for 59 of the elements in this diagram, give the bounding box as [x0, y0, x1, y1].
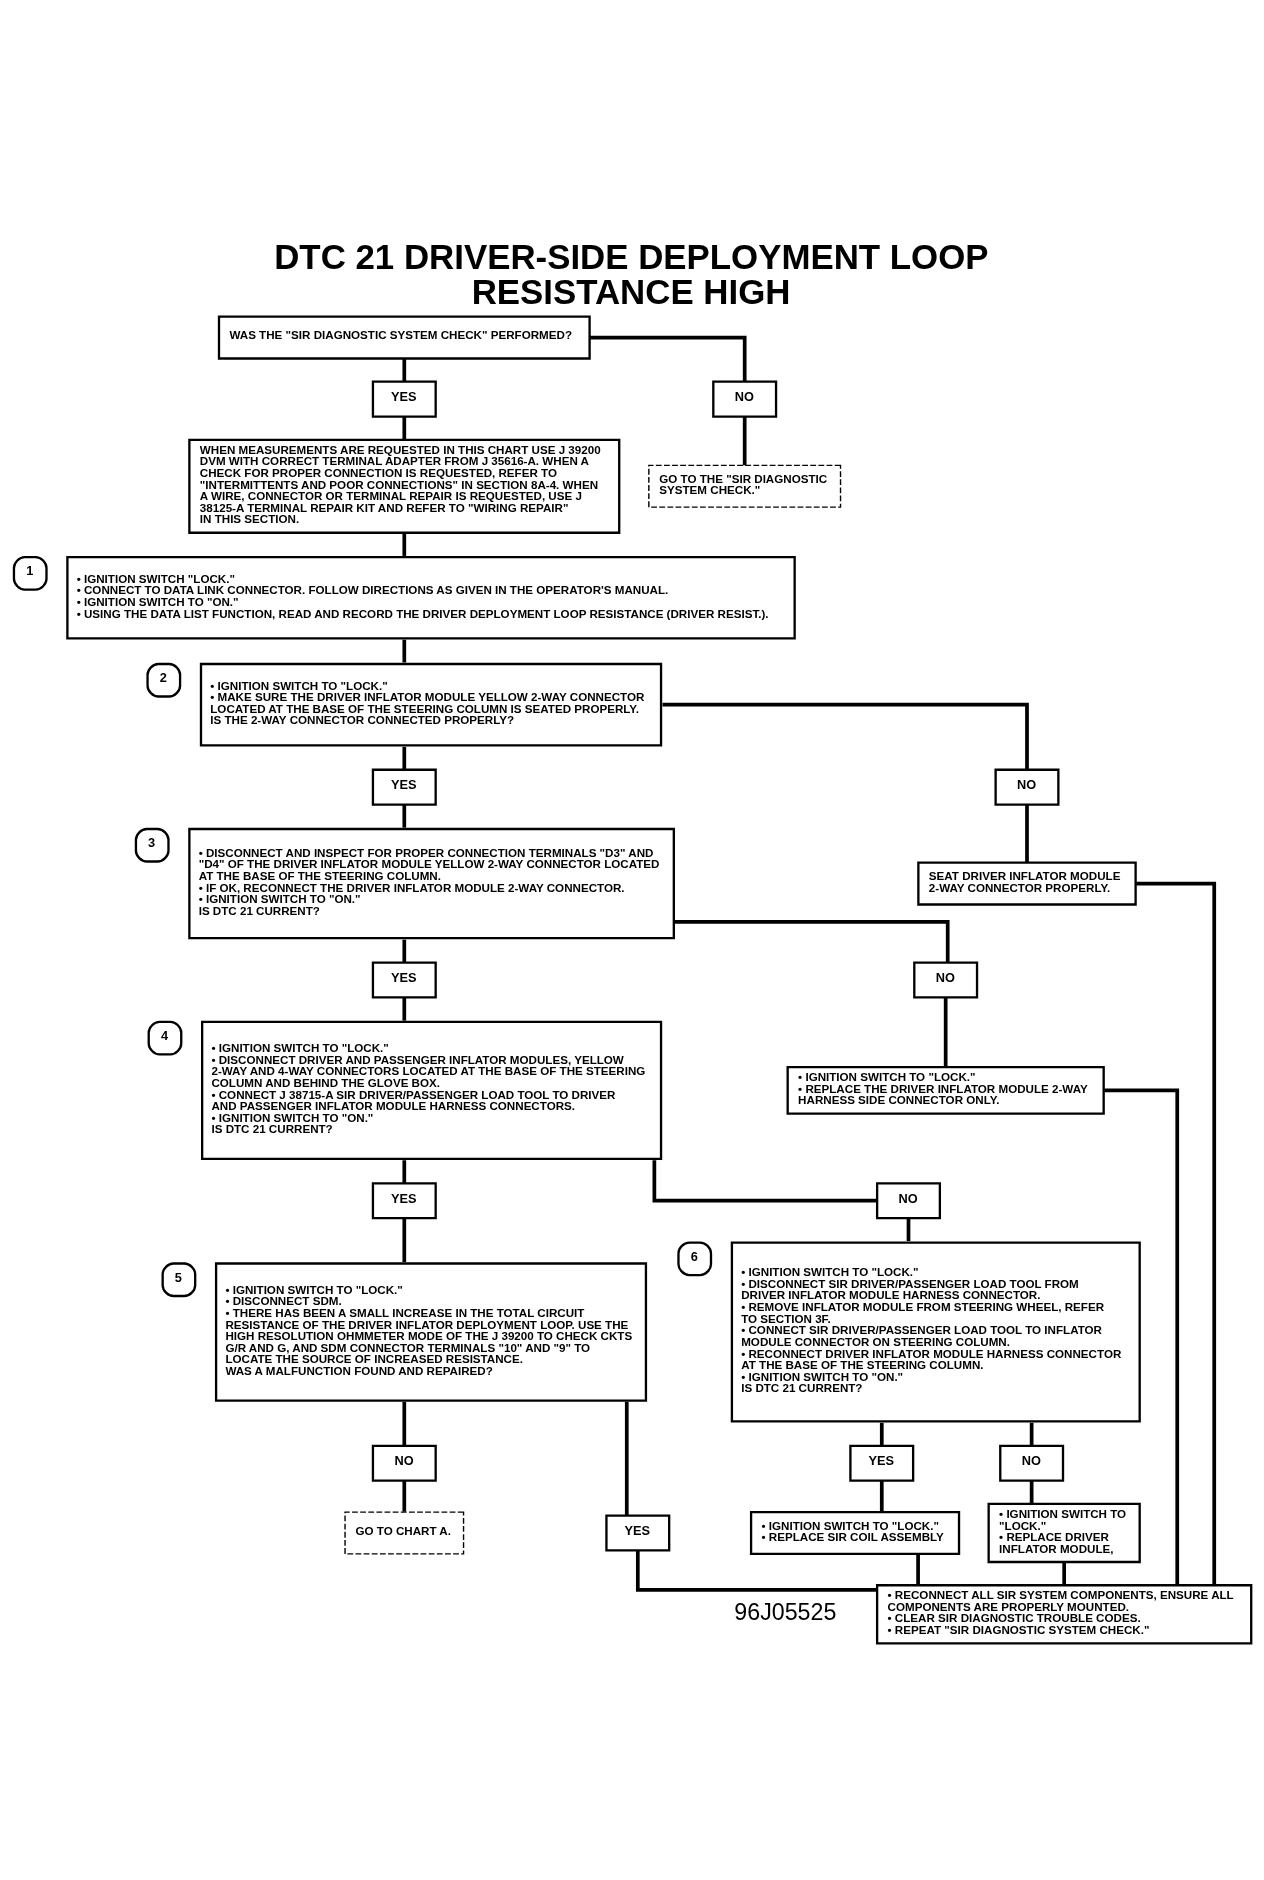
diagram-title: DTC 21 DRIVER-SIDE DEPLOYMENT LOOP RESISTANCE HIGH [274, 236, 989, 311]
connector [906, 1217, 911, 1241]
node-box: YES [371, 768, 437, 806]
node-box: NO [913, 960, 979, 999]
node-box: GO TO THE "SIR DIAGNOSTIC SYSTEM CHECK." [648, 464, 842, 508]
node-box: SEAT DRIVER INFLATOR MODULE 2-WAY CONNECTOR PROPERLY. [917, 861, 1137, 906]
node-label: 3 [148, 834, 156, 850]
node-box: YES [605, 1513, 671, 1552]
connector [589, 335, 747, 382]
connector [742, 416, 747, 465]
connector [879, 1480, 884, 1512]
connector [662, 702, 1029, 770]
label: 96J05525 [734, 1598, 837, 1625]
node-box: YES [371, 380, 437, 418]
connector [1029, 1422, 1034, 1446]
connector [652, 1159, 877, 1203]
connector [624, 1401, 629, 1516]
connector [402, 1159, 407, 1183]
node-box: NO [712, 380, 778, 418]
connector [402, 358, 407, 381]
node-box: • IGNITION SWITCH TO "LOCK." • REPLACE DRIVER INFLATOR MODULE, [987, 1502, 1141, 1563]
connector [1103, 1088, 1180, 1585]
node-label: 5 [174, 1269, 182, 1285]
node-box: WHEN MEASUREMENTS ARE REQUESTED IN THIS CHART USE J 39200 DVM WITH CORRECT TERMINAL ADAPTER FROM J 35616-A. WHEN A CHECK FOR PROPER CONNECTION IS REQUESTED, REFER TO "INTERMITTENTS AND POOR CONNECTIONS" IN SECTION 8A-4. WHEN A WIRE, CONNECTOR OR TERMINAL REPAIR IS REQUESTED, USE J 38125-A TERMINAL REPAIR KIT AND REFER TO "WIRING REPAIR" IN THIS SECTION. [188, 438, 621, 534]
connector [402, 532, 407, 556]
connector [916, 1553, 920, 1585]
node-box: • RECONNECT ALL SIR SYSTEM COMPONENTS, ENSURE ALL COMPONENTS ARE PROPERLY MOUNTED. • CLEAR SIR DIAGNOSTIC TROUBLE CODES. • REPEAT "SIR DIAGNOSTIC SYSTEM CHECK." [875, 1583, 1253, 1644]
node-box: YES [371, 960, 437, 999]
node-box: NO [994, 768, 1060, 806]
connector [402, 997, 407, 1021]
node-label: 6 [690, 1248, 698, 1264]
connector [674, 919, 950, 963]
node-box: NO [875, 1181, 941, 1219]
connector [402, 746, 407, 769]
node-box: WAS THE "SIR DIAGNOSTIC SYSTEM CHECK" PERFORMED? [217, 315, 591, 360]
node-box: YES [849, 1444, 915, 1482]
node-box: • IGNITION SWITCH TO "LOCK." • REPLACE THE DRIVER INFLATOR MODULE 2-WAY HARNESS SIDE CONNECTOR ONLY. [786, 1065, 1105, 1115]
connector [1025, 804, 1029, 863]
connector [402, 416, 407, 439]
node-label: 4 [160, 1027, 169, 1043]
node-box: YES [371, 1181, 437, 1219]
connector [402, 1480, 407, 1512]
node-box: NO [371, 1444, 437, 1482]
connector [402, 1217, 407, 1262]
connector [402, 639, 407, 662]
node-box: NO [999, 1444, 1065, 1482]
connector [943, 997, 948, 1067]
connector [1135, 881, 1217, 1585]
connector [402, 1401, 407, 1445]
connector [1062, 1561, 1067, 1585]
node-label: 2 [159, 669, 167, 685]
node-box: GO TO CHART A. [344, 1510, 465, 1555]
connector [1029, 1480, 1034, 1504]
connector [635, 1550, 877, 1592]
connector [402, 804, 407, 828]
connector [402, 939, 407, 963]
node-box: • IGNITION SWITCH TO "LOCK." • REPLACE SIR COIL ASSEMBLY [749, 1510, 961, 1555]
node-label: 1 [26, 562, 34, 578]
connector [879, 1422, 884, 1446]
